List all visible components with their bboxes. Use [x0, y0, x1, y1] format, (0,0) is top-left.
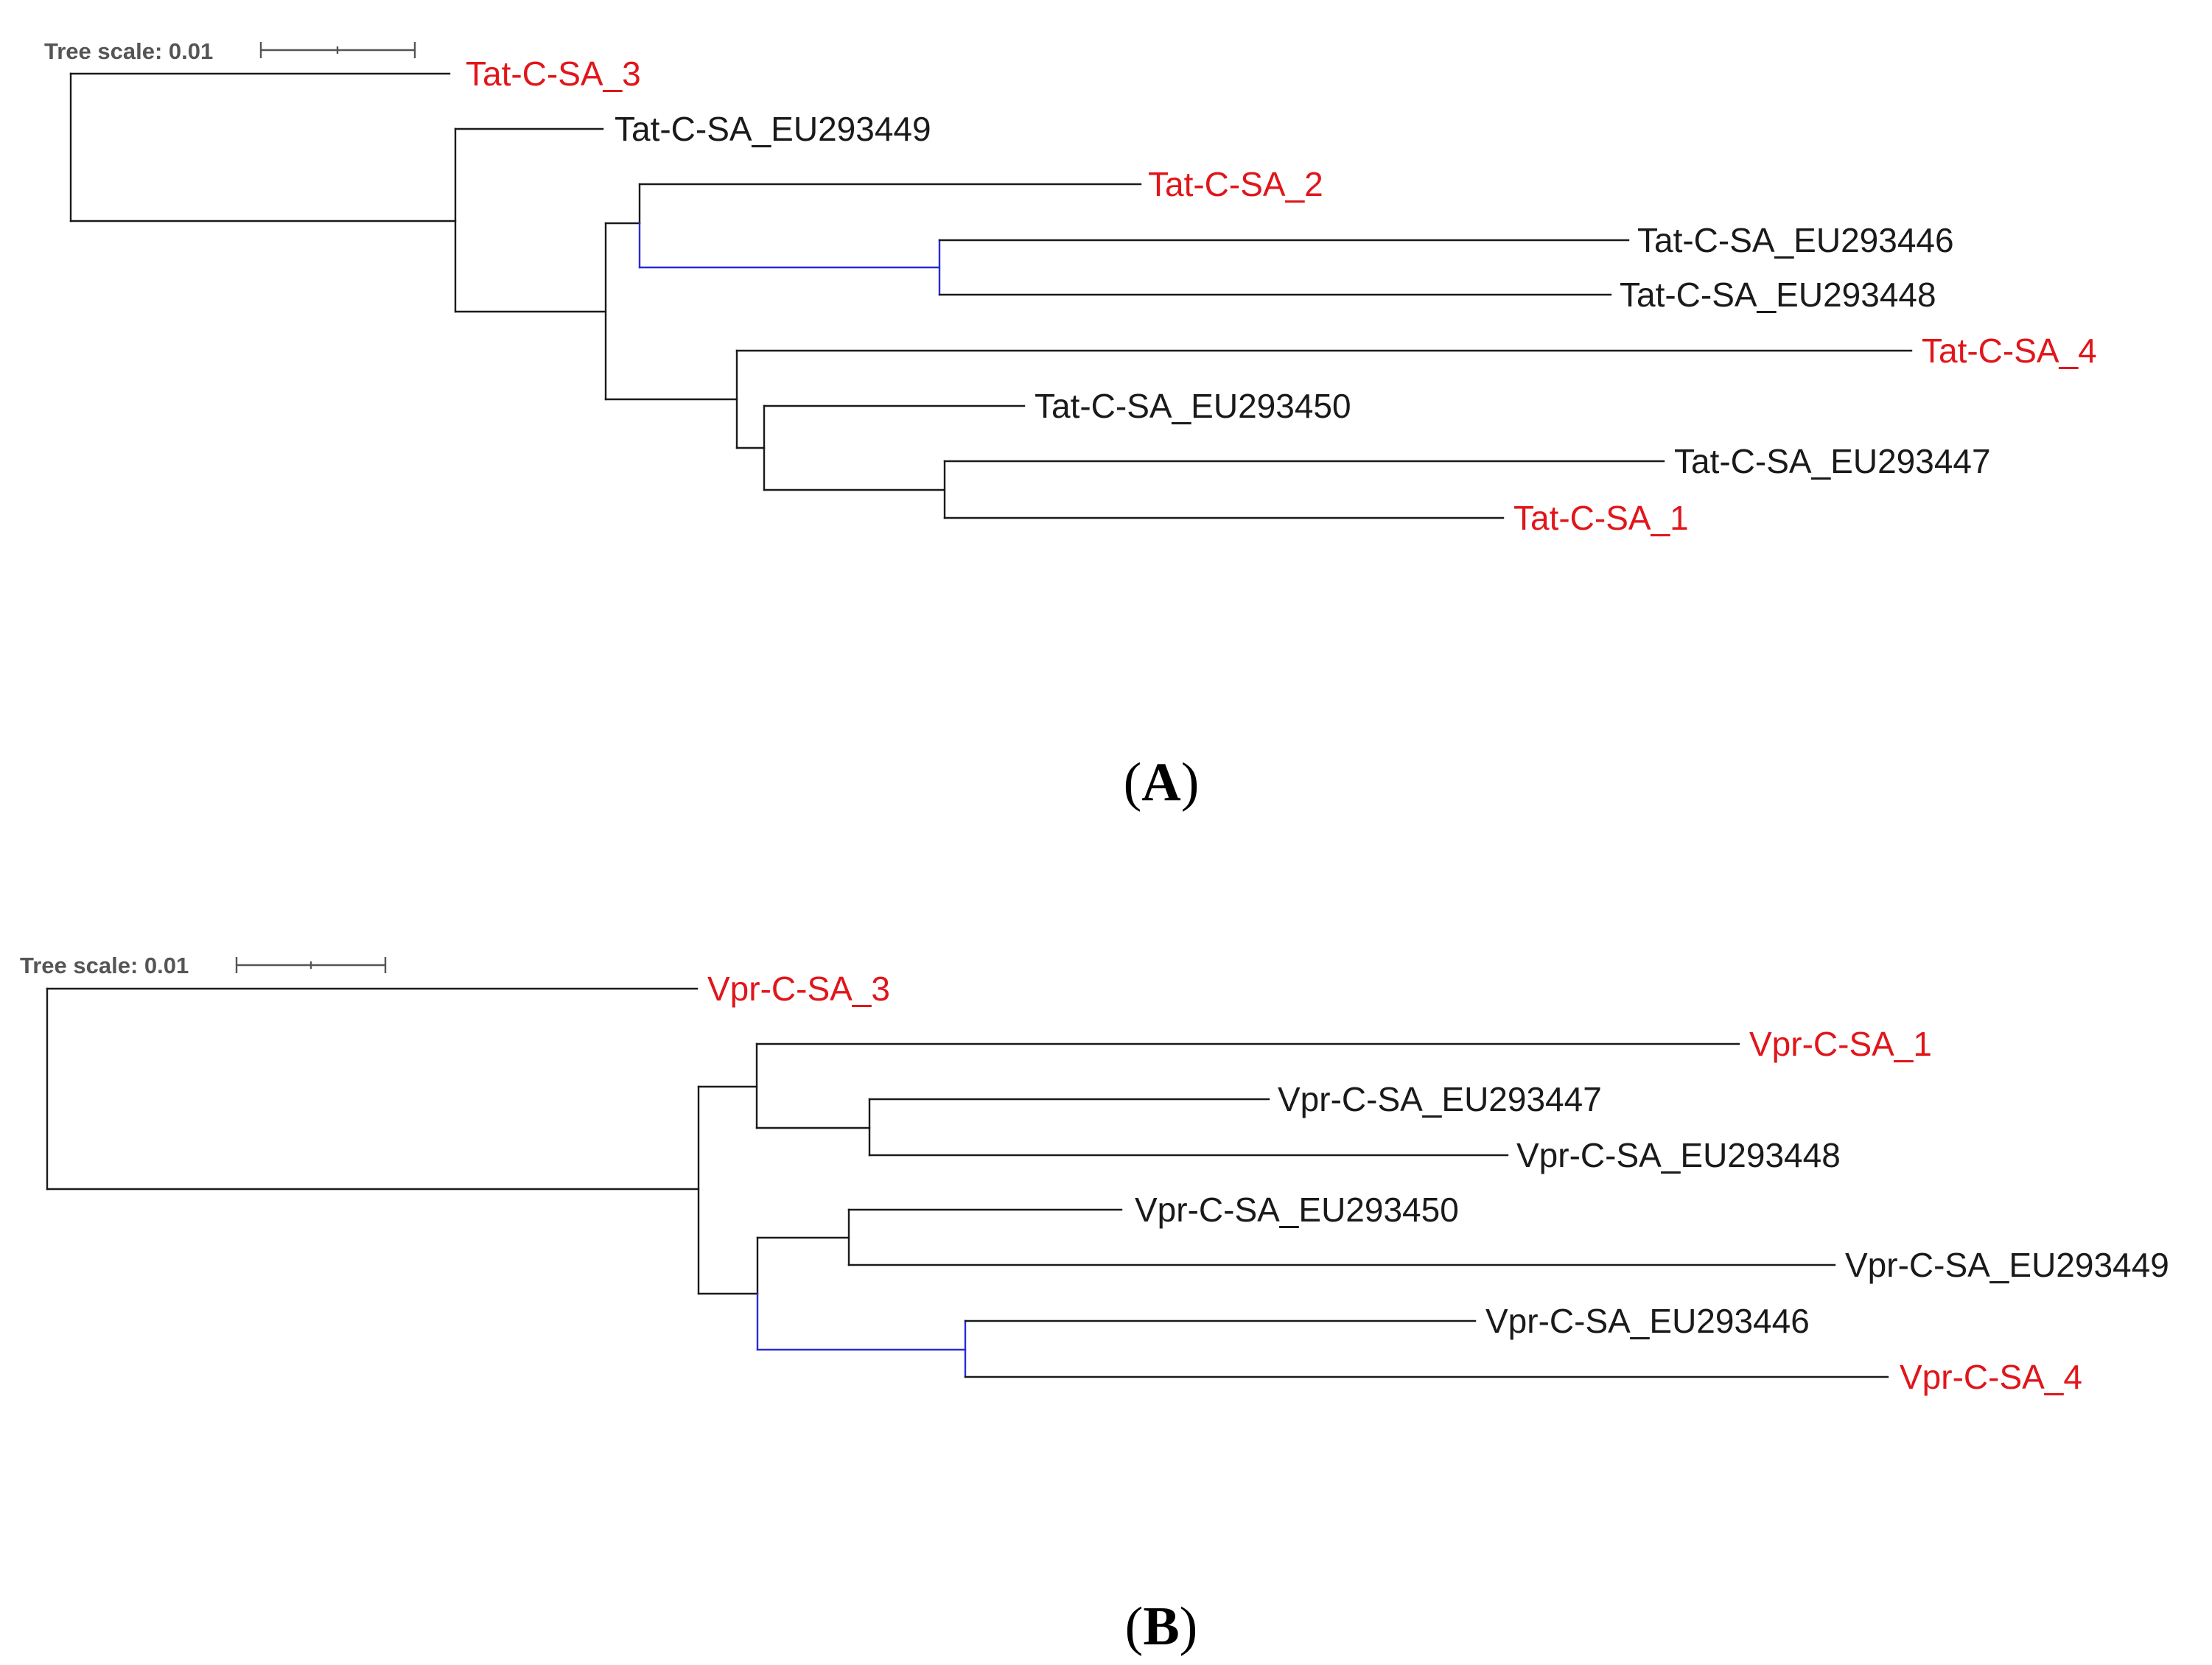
tree-scale-bar-a: Tree scale: 0.01	[44, 38, 416, 64]
leaf-label: Tat-C-SA_EU293447	[1674, 442, 1991, 480]
leaf-label: Vpr-C-SA_EU293449	[1845, 1246, 2169, 1284]
leaf-label: Vpr-C-SA_EU293446	[1485, 1302, 1810, 1340]
leaf-label: Tat-C-SA_4	[1922, 332, 2097, 370]
leaf-label: Tat-C-SA_EU293446	[1637, 221, 1954, 259]
tree-panel-a: Tree scale: 0.01	[44, 38, 2097, 813]
leaf-label: Tat-C-SA_1	[1513, 499, 1689, 537]
leaf-label: Vpr-C-SA_EU293450	[1135, 1191, 1459, 1229]
leaf-label: Vpr-C-SA_1	[1749, 1025, 1932, 1063]
panel-label-b-close: )	[1180, 1596, 1198, 1657]
leaf-label: Tat-C-SA_EU293449	[615, 110, 931, 148]
tree-branches-a	[69, 72, 1913, 519]
leaf-label: Vpr-C-SA_EU293447	[1278, 1080, 1602, 1118]
tree-panel-b: Tree scale: 0.01	[20, 953, 2169, 1657]
tree-scale-label-b: Tree scale: 0.01	[20, 953, 189, 978]
panel-label-a: (A)	[1124, 752, 1200, 813]
panel-label-b-letter: B	[1143, 1596, 1179, 1657]
panel-label-b: (B)	[1125, 1596, 1198, 1657]
panel-label-b-open: (	[1125, 1596, 1144, 1657]
leaf-label: Vpr-C-SA_EU293448	[1516, 1136, 1841, 1174]
panel-label-a-close: )	[1181, 752, 1200, 813]
leaf-label: Vpr-C-SA_4	[1900, 1358, 2082, 1396]
leaf-label: Tat-C-SA_EU293450	[1035, 387, 1351, 425]
tree-leaf-labels-a: Tat-C-SA_3 Tat-C-SA_EU293449 Tat-C-SA_2 …	[466, 55, 2097, 537]
panel-label-a-letter: A	[1141, 752, 1180, 813]
tree-leaf-labels-b: Vpr-C-SA_3 Vpr-C-SA_1 Vpr-C-SA_EU293447 …	[707, 970, 2169, 1396]
leaf-label: Tat-C-SA_3	[466, 55, 641, 93]
leaf-label: Tat-C-SA_EU293448	[1620, 276, 1936, 314]
leaf-label: Vpr-C-SA_3	[707, 970, 890, 1008]
panel-label-a-open: (	[1124, 752, 1142, 813]
tree-branches-b	[46, 987, 1889, 1378]
tree-scale-bar-b: Tree scale: 0.01	[20, 953, 387, 978]
tree-scale-label-a: Tree scale: 0.01	[44, 38, 213, 64]
leaf-label: Tat-C-SA_2	[1148, 165, 1323, 203]
